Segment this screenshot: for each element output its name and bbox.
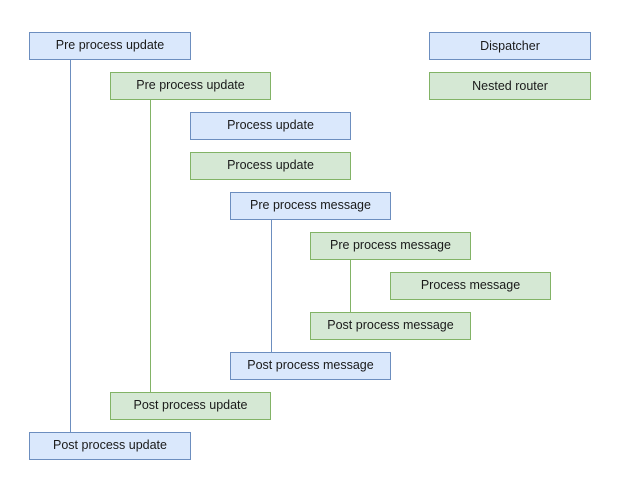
node-label: Post process message (327, 318, 454, 333)
node-n3[interactable]: Process update (190, 112, 351, 140)
node-n11[interactable]: Post process update (29, 432, 191, 460)
legend-item-label: Dispatcher (480, 39, 540, 53)
connector-n6-to-n8 (350, 260, 351, 312)
legend-item-dispatcher[interactable]: Dispatcher (429, 32, 591, 60)
node-label: Process message (420, 278, 521, 293)
node-n1[interactable]: Pre process update (29, 32, 191, 60)
node-n5[interactable]: Pre process message (230, 192, 391, 220)
node-n2[interactable]: Pre process update (110, 72, 271, 100)
node-label: Pre process message (250, 198, 371, 213)
legend-item-nested-router[interactable]: Nested router (429, 72, 591, 100)
node-n7[interactable]: Process message (390, 272, 551, 300)
connector-n2-to-n10 (150, 100, 151, 392)
node-label: Post process message (247, 358, 374, 373)
connector-n5-to-n9 (271, 220, 272, 352)
node-n9[interactable]: Post process message (230, 352, 391, 380)
node-n6[interactable]: Pre process message (310, 232, 471, 260)
node-n8[interactable]: Post process message (310, 312, 471, 340)
node-label: Process update (227, 118, 314, 133)
node-label: Pre process message (330, 238, 451, 253)
node-label: Post process update (133, 398, 248, 413)
node-n4[interactable]: Process update (190, 152, 351, 180)
node-label: Post process update (53, 438, 167, 453)
node-n10[interactable]: Post process update (110, 392, 271, 420)
node-label: Pre process update (136, 78, 245, 93)
node-label: Process update (227, 158, 314, 173)
connector-n1-to-n11 (70, 60, 71, 432)
node-label: Pre process update (55, 38, 165, 53)
legend-item-label: Nested router (472, 79, 548, 93)
